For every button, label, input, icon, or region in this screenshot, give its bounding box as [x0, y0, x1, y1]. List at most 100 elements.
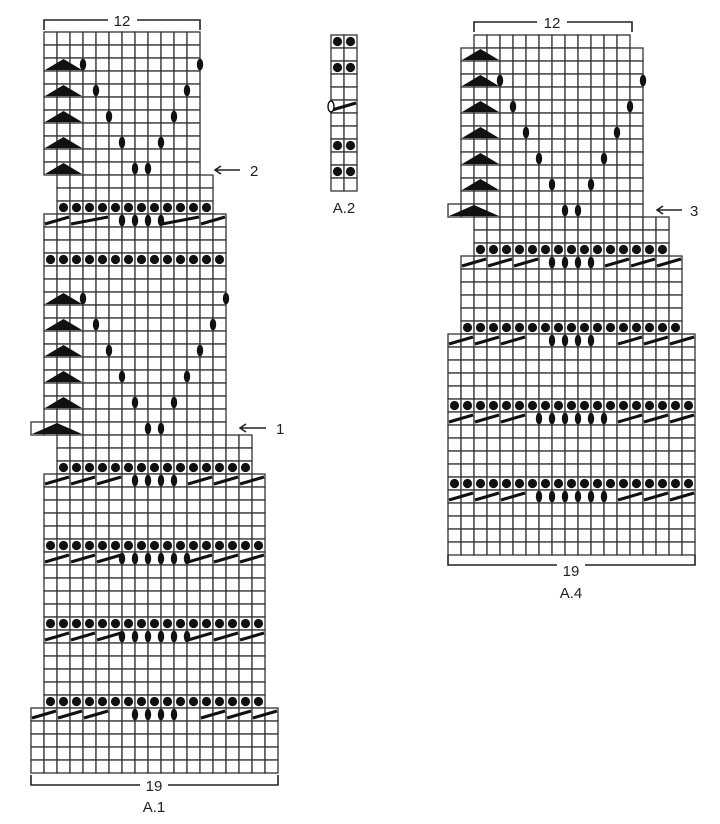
purl-dot-symbol — [201, 462, 212, 473]
chart-cell — [134, 109, 149, 124]
chart-cell — [668, 515, 683, 530]
cable-slash-symbol — [70, 553, 96, 564]
chart-cell — [225, 447, 240, 462]
yarn-over-oval-symbol — [131, 162, 139, 175]
chart-cell — [82, 304, 97, 319]
chart-cell — [486, 190, 501, 205]
chart-cell — [551, 60, 566, 75]
chart-cell — [56, 486, 71, 501]
chart-cell — [603, 307, 618, 322]
decrease-triangle-symbol — [32, 423, 82, 434]
chart-cell — [199, 499, 214, 514]
chart-cell — [134, 187, 149, 202]
purl-dot-symbol — [188, 696, 199, 707]
chart-cell — [134, 668, 149, 683]
chart-cell — [343, 151, 358, 166]
chart-cell — [668, 281, 683, 296]
chart-cell — [238, 564, 253, 579]
chart-cell — [629, 281, 644, 296]
chart-cell — [95, 291, 110, 306]
chart-cell — [69, 447, 84, 462]
cable-slash-symbol — [96, 553, 122, 564]
chart-cell — [551, 424, 566, 439]
chart-cell — [486, 138, 501, 153]
chart-cell — [173, 447, 188, 462]
chart-cell — [668, 268, 683, 283]
purl-dot-symbol — [488, 244, 499, 255]
chart-cell — [551, 73, 566, 88]
chart-cell — [330, 112, 345, 127]
chart-cell — [603, 385, 618, 400]
purl-dot-symbol — [605, 244, 616, 255]
purl-dot-symbol — [162, 254, 173, 265]
cable-slash-symbol — [656, 257, 682, 268]
chart-cell — [56, 226, 71, 241]
chart-cell — [629, 138, 644, 153]
chart-cell — [642, 424, 657, 439]
chart-cell — [186, 174, 201, 189]
chart-cell — [43, 122, 58, 137]
chart-cell — [69, 265, 84, 280]
chart-cell — [538, 281, 553, 296]
chart-cell — [108, 122, 123, 137]
chart-cell — [186, 577, 201, 592]
chart-cell — [473, 268, 488, 283]
chart-cell — [525, 281, 540, 296]
purl-dot-symbol — [670, 322, 681, 333]
chart-cell — [199, 395, 214, 410]
chart-cell — [173, 746, 188, 761]
chart-cell — [616, 112, 631, 127]
chart-cell — [538, 60, 553, 75]
chart-cell — [238, 577, 253, 592]
chart-cell — [525, 528, 540, 543]
chart-cell — [460, 190, 475, 205]
chart-cell — [668, 437, 683, 452]
yarn-over-oval-symbol — [509, 100, 517, 113]
chart-cell — [160, 577, 175, 592]
chart-cell — [173, 31, 188, 46]
chart-cell — [134, 70, 149, 85]
chart-cell — [499, 229, 514, 244]
chart-cell — [160, 31, 175, 46]
purl-dot-symbol — [240, 540, 251, 551]
chart-cell — [43, 382, 58, 397]
cable-slash-symbol — [213, 475, 239, 486]
yarn-over-oval-symbol — [535, 412, 543, 425]
chart-cell — [564, 307, 579, 322]
chart-cell — [512, 86, 527, 101]
chart-cell — [121, 31, 136, 46]
chart-cell — [251, 590, 266, 605]
chart-cell — [486, 164, 501, 179]
purl-dot-symbol — [188, 540, 199, 551]
chart-cell — [212, 603, 227, 618]
chart-cell — [655, 502, 670, 517]
chart-cell — [95, 44, 110, 59]
chart-cell — [56, 174, 71, 189]
chart-cell — [69, 330, 84, 345]
chart-cell — [264, 733, 279, 748]
chart-cell — [160, 603, 175, 618]
chart-cell — [134, 291, 149, 306]
chart-cell — [69, 187, 84, 202]
chart-cell — [564, 125, 579, 140]
chart-cell — [590, 372, 605, 387]
cable-slash-symbol — [617, 335, 643, 346]
chart-cell — [525, 541, 540, 556]
chart-cell — [225, 525, 240, 540]
chart-cell — [616, 541, 631, 556]
chart-cell — [134, 447, 149, 462]
chart-cell — [160, 96, 175, 111]
chart-cell — [525, 34, 540, 49]
chart-cell — [238, 499, 253, 514]
chart-cell — [56, 265, 71, 280]
chart-cell — [121, 655, 136, 670]
purl-dot-symbol — [110, 696, 121, 707]
chart-cell — [681, 385, 696, 400]
yarn-over-oval-symbol — [170, 552, 178, 565]
chart-cell — [121, 512, 136, 527]
cable-slash-symbol — [44, 215, 70, 226]
decrease-triangle-symbol — [45, 345, 82, 356]
a1-bottom-bracket — [30, 775, 279, 786]
purl-dot-symbol — [345, 140, 356, 151]
chart-cell — [564, 372, 579, 387]
